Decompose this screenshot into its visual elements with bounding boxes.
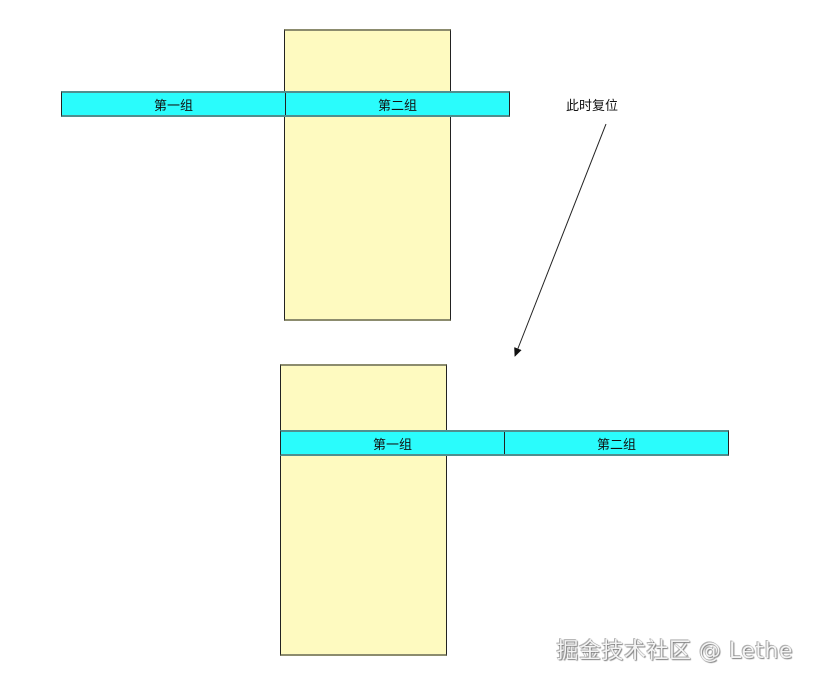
reset-annotation-label: 此时复位 (566, 99, 619, 114)
bottom-group-2: 第二组 (504, 432, 728, 454)
top-viewport-container (284, 29, 451, 321)
watermark: 掘金技术社区 @ Lethe (556, 639, 793, 664)
top-group-1-label: 第一组 (153, 98, 193, 114)
top-group-2-label: 第二组 (377, 98, 417, 114)
top-group-2: 第二组 (285, 93, 509, 115)
bottom-group-1-label: 第一组 (372, 437, 412, 453)
top-group-bar: 第一组 第二组 (61, 91, 510, 117)
bottom-group-2-label: 第二组 (596, 437, 636, 453)
bottom-viewport-container (280, 364, 447, 656)
top-group-1: 第一组 (62, 93, 285, 115)
bottom-group-1: 第一组 (281, 432, 504, 454)
bottom-group-bar: 第一组 第二组 (280, 430, 729, 456)
